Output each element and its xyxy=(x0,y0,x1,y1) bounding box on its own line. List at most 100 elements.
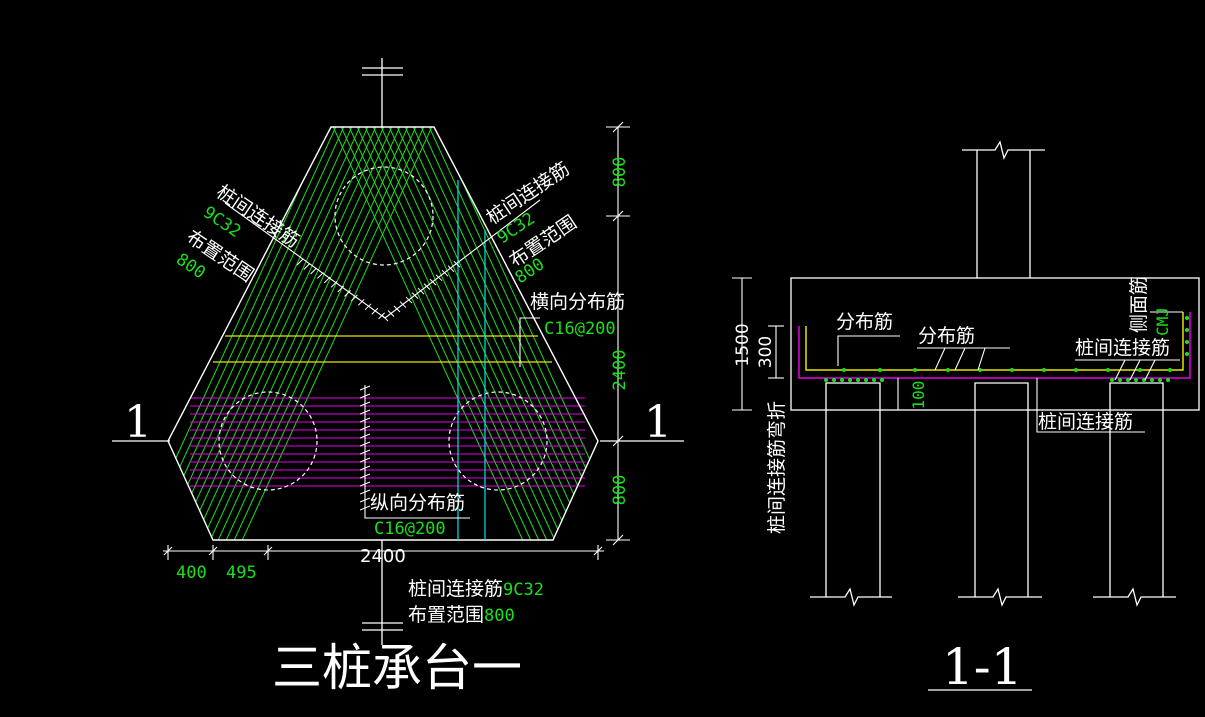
leader-left xyxy=(224,202,386,319)
pile-section-mid xyxy=(974,382,1029,410)
rebar-line xyxy=(337,127,534,540)
rebar-line xyxy=(168,127,356,540)
rebar-line xyxy=(168,127,364,540)
pile-section-right xyxy=(1109,382,1164,410)
leader-transverse xyxy=(519,317,540,367)
label-bend: 桩间连接筋弯折 xyxy=(766,401,788,534)
label-longitudinal-name: 纵向分布筋 xyxy=(370,492,465,514)
section-mark-right: 1 xyxy=(644,397,672,448)
rebar-dot xyxy=(1118,378,1122,382)
rebar-dot xyxy=(1106,368,1110,372)
label-transverse-name: 横向分布筋 xyxy=(530,291,625,313)
dim-2400-vertical: 2400 xyxy=(610,350,630,391)
rebar-line xyxy=(183,127,380,540)
rebar-line xyxy=(385,127,582,540)
rebar-line xyxy=(409,127,598,540)
rebar-line xyxy=(199,127,396,540)
section-mark-left: 1 xyxy=(124,397,152,448)
label-side: 侧面筋 xyxy=(1128,276,1150,333)
dim-100-text: 100 xyxy=(909,381,928,410)
rebar-line xyxy=(191,127,388,540)
label-side-spec: CMJ xyxy=(1153,307,1172,336)
plan-view: 1 1 800 2400 800 400 xyxy=(112,58,684,697)
pile-left xyxy=(218,391,318,491)
rebar-dot xyxy=(1168,368,1172,372)
rebar-line xyxy=(168,127,340,540)
rebar-line xyxy=(175,127,372,540)
rebar-dot xyxy=(978,368,982,372)
rebar-line xyxy=(239,127,436,540)
rebar-dot xyxy=(1138,368,1142,372)
rebar-dot xyxy=(1042,368,1046,372)
rebar-line xyxy=(417,127,598,540)
dim-800-top: 800 xyxy=(610,157,630,188)
dim-300-text: 300 xyxy=(756,336,776,368)
label-conn-bottom: 桩间连接筋 xyxy=(1038,411,1133,433)
rebar-dot xyxy=(1126,378,1130,382)
break-line-top xyxy=(962,140,1045,160)
label-dist2: 分布筋 xyxy=(918,325,975,347)
dim-1500-text: 1500 xyxy=(733,323,753,366)
rebar-line xyxy=(223,127,420,540)
rebar-dot xyxy=(856,378,860,382)
section-cap-outline xyxy=(790,277,1200,411)
leader-right xyxy=(384,199,541,319)
rebar-dot xyxy=(1166,378,1170,382)
rebar-dot xyxy=(913,368,917,372)
rebar-dot xyxy=(1010,368,1014,372)
rebar-dot xyxy=(842,368,846,372)
section-title: 1-1 xyxy=(942,638,1023,696)
break-line-left xyxy=(810,587,892,607)
rebar-line xyxy=(215,127,412,540)
rebar-line xyxy=(345,127,542,540)
break-line-right xyxy=(1093,587,1176,607)
rebar-dot xyxy=(824,378,828,382)
label-bottom-range: 布置范围800 xyxy=(408,604,515,626)
rebar-line xyxy=(207,127,404,540)
connecting-rebar-bent xyxy=(798,312,1191,379)
rebar-dot xyxy=(1110,378,1114,382)
rebar-dot xyxy=(1158,378,1162,382)
leader-conn-bottom xyxy=(1036,378,1145,433)
rebar-tick-marks xyxy=(296,258,461,511)
rebar-dot xyxy=(1150,378,1154,382)
rebar-dot xyxy=(1074,368,1078,372)
rebar-dot xyxy=(848,378,852,382)
label-transverse-spec: C16@200 xyxy=(544,319,616,339)
rebar-dot xyxy=(832,378,836,382)
rebar-dot xyxy=(1185,340,1189,344)
break-line-mid xyxy=(958,587,1042,607)
label-bottom-name: 桩间连接筋9C32 xyxy=(408,578,544,600)
rebar-dot xyxy=(872,378,876,382)
column-mark-bottom xyxy=(362,540,403,645)
rebar-line xyxy=(231,127,428,540)
pile-section-left xyxy=(825,382,881,410)
label-longitudinal-spec: C16@200 xyxy=(374,519,446,539)
dim-495: 495 xyxy=(226,563,257,583)
rebar-line xyxy=(401,127,598,540)
transverse-rebar xyxy=(213,335,552,363)
rebar-dot xyxy=(864,378,868,382)
dim-2400-horizontal: 2400 xyxy=(360,546,406,567)
connecting-rebar-bundles xyxy=(168,127,598,540)
rebar-dot xyxy=(1134,378,1138,382)
rebar-dot xyxy=(840,378,844,382)
rebar-dot xyxy=(1185,316,1189,320)
label-conn-top: 桩间连接筋 xyxy=(1075,337,1170,359)
rebar-line xyxy=(168,127,348,540)
rebar-dot xyxy=(880,378,884,382)
rebar-dot xyxy=(1185,352,1189,356)
distribution-rebar xyxy=(805,312,1184,371)
dim-400: 400 xyxy=(176,563,207,583)
column-mark-top xyxy=(362,58,403,128)
rebar-dots xyxy=(824,316,1189,382)
label-dist1: 分布筋 xyxy=(836,311,893,333)
section-view: 1500 300 100 分布筋 分布筋 桩间连接筋 桩间连接筋 侧面筋 CMJ… xyxy=(732,140,1200,696)
leader-dist1 xyxy=(837,335,900,366)
rebar-dot xyxy=(878,368,882,372)
pile-top xyxy=(334,166,434,266)
rebar-line xyxy=(329,127,526,540)
pile-right xyxy=(448,391,548,491)
longitudinal-rebar xyxy=(190,397,585,487)
